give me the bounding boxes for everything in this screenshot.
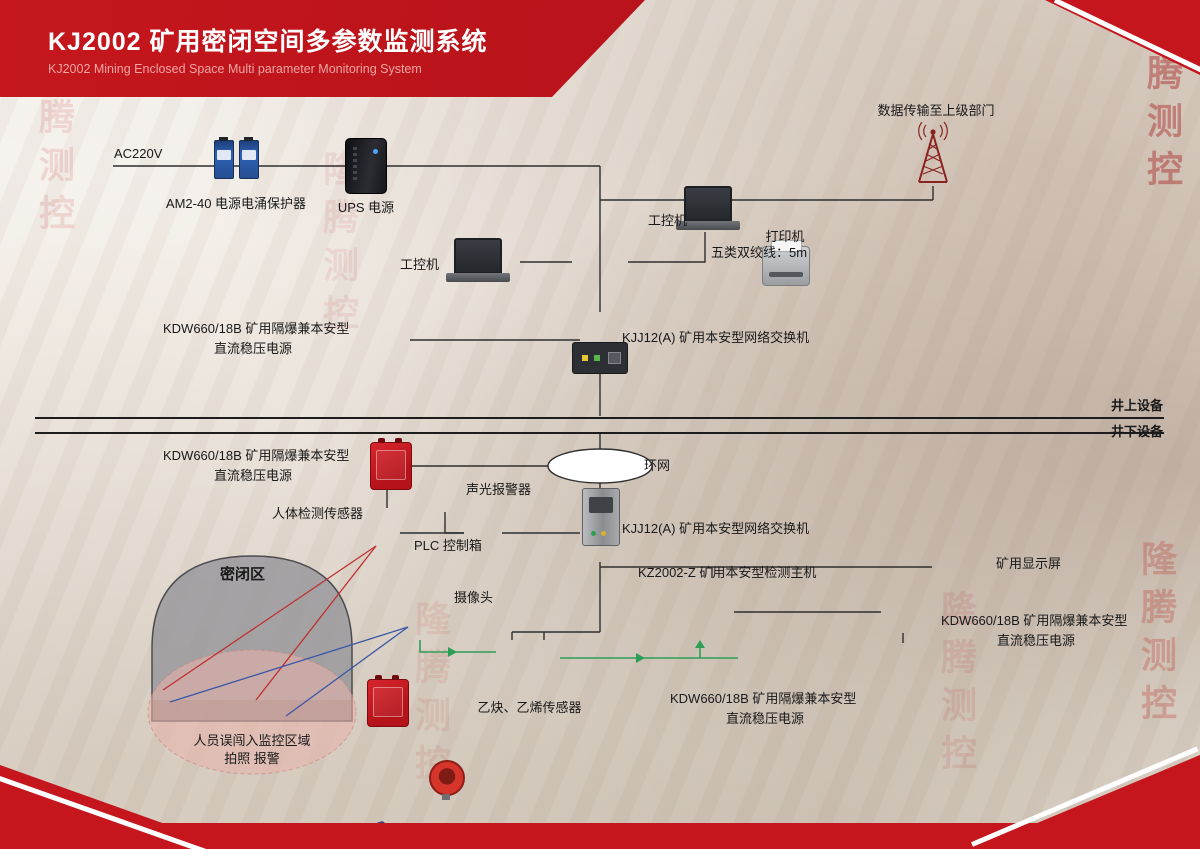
section-divider-lines xyxy=(35,417,1164,434)
label-cat5: 五类双绞线：5m xyxy=(711,245,808,260)
label-switch-surface: KJJ12(A) 矿用本安型网络交换机 xyxy=(622,330,810,345)
label-ac220v: AC220V xyxy=(114,146,163,161)
label-display: 矿用显示屏 xyxy=(996,556,1062,571)
green-arrowheads xyxy=(448,640,705,663)
label-switch-under: KJJ12(A) 矿用本安型网络交换机 xyxy=(622,521,810,536)
label-intrusion-1: 人员误闯入监控区域 xyxy=(193,733,311,748)
kdw-power-supply-icon xyxy=(370,438,412,490)
sound-light-alarm-icon xyxy=(429,760,465,800)
footer-band xyxy=(0,823,1200,849)
label-kdw-bottom-1: KDW660/18B 矿用隔爆兼本安型 xyxy=(670,691,857,706)
page-subtitle: KJ2002 Mining Enclosed Space Multi param… xyxy=(48,62,422,76)
media-converter-icon xyxy=(572,342,628,374)
industrial-pc-icon xyxy=(446,238,510,282)
label-underground-section: 井下设备 xyxy=(1110,424,1163,439)
intrusion-zone-shape xyxy=(147,649,357,775)
label-host: KZ2002-Z 矿用本安型检测主机 xyxy=(638,565,817,580)
antenna-tower-icon xyxy=(903,120,963,191)
label-ipc-top: 工控机 xyxy=(648,213,688,228)
label-camera: 摄像头 xyxy=(454,590,494,605)
label-enclosed-zone: 密闭区 xyxy=(220,566,266,583)
ring-network-icon xyxy=(547,448,653,484)
label-intrusion-2: 拍照 报警 xyxy=(224,751,280,766)
label-uplink: 数据传输至上级部门 xyxy=(877,103,995,118)
label-ups: UPS 电源 xyxy=(337,200,395,215)
page-title: KJ2002 矿用密闭空间多参数监测系统 xyxy=(48,28,488,56)
label-alarm: 声光报警器 xyxy=(466,482,532,497)
surge-protector-icon xyxy=(214,137,259,179)
industrial-pc-icon xyxy=(676,186,740,230)
label-surface-section: 井上设备 xyxy=(1110,398,1163,413)
label-kdw-under-left-1: KDW660/18B 矿用隔爆兼本安型 xyxy=(163,448,350,463)
printer-icon xyxy=(762,240,810,286)
detection-beams xyxy=(162,545,377,701)
label-kdw-surface-1: KDW660/18B 矿用隔爆兼本安型 xyxy=(163,321,350,336)
label-kdw-right-2: 直流稳压电源 xyxy=(996,633,1075,648)
label-human-sensor: 人体检测传感器 xyxy=(272,506,364,521)
header-band xyxy=(0,0,645,97)
network-switch-icon xyxy=(582,488,620,546)
label-kdw-under-left-2: 直流稳压电源 xyxy=(213,468,292,483)
camera-beams xyxy=(169,626,409,717)
label-kdw-right-1: KDW660/18B 矿用隔爆兼本安型 xyxy=(941,613,1128,628)
label-gas-sensors: 乙炔、乙烯传感器 xyxy=(477,700,582,715)
label-printer: 打印机 xyxy=(765,229,805,244)
label-surge-protector: AM2-40 电源电涌保护器 xyxy=(165,196,307,211)
green-wires xyxy=(419,640,738,659)
label-kdw-surface-2: 直流稳压电源 xyxy=(213,341,292,356)
label-plc: PLC 控制箱 xyxy=(414,538,482,553)
label-ring-network: 环网 xyxy=(644,458,671,473)
watermark: 隆腾测控 xyxy=(936,590,977,782)
kdw-power-supply-icon xyxy=(367,675,409,727)
ups-icon xyxy=(345,138,387,194)
label-ipc-mid: 工控机 xyxy=(400,257,440,272)
watermark: 隆腾测控 xyxy=(1136,540,1177,732)
label-kdw-bottom-2: 直流稳压电源 xyxy=(725,711,804,726)
